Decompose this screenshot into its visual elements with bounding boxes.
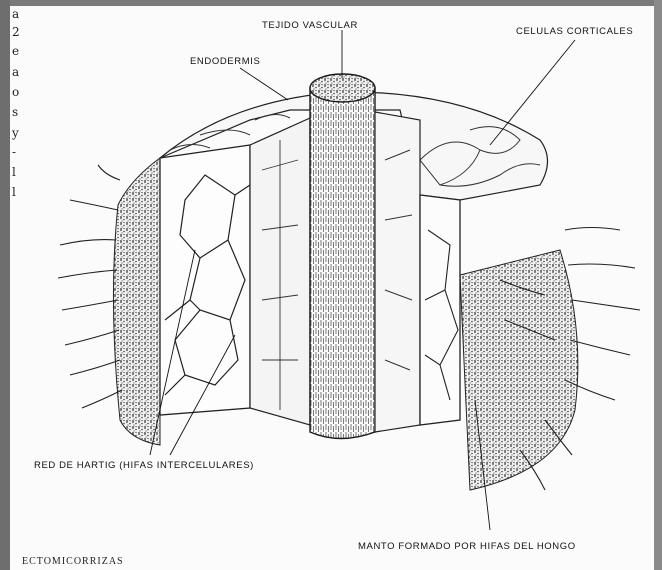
right-cortex-column [375, 112, 420, 432]
right-cut-face [420, 195, 460, 425]
label-fungal-mantle: MANTO FORMADO POR HIFAS DEL HONGO [358, 541, 576, 552]
right-fungal-mantle [460, 250, 578, 490]
vascular-top [310, 74, 375, 102]
left-hyphae [58, 165, 122, 408]
label-hartig-net: RED DE HARTIG (HIFAS INTERCELULARES) [34, 460, 254, 471]
label-vascular-tissue: TEJIDO VASCULAR [262, 20, 358, 31]
vascular-cylinder [310, 88, 375, 439]
label-cortical-cells: CELULAS CORTICALES [516, 26, 633, 37]
left-fungal-mantle [113, 158, 160, 445]
label-endodermis: ENDODERMIS [190, 56, 260, 67]
left-cut-face [160, 145, 250, 415]
figure-caption: ECTOMICORRIZAS [22, 556, 124, 567]
